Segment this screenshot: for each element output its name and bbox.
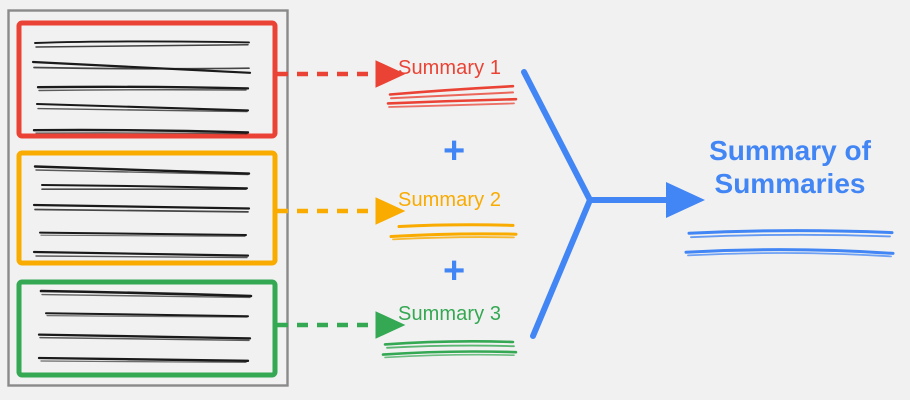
chunk-2-group[interactable] <box>16 150 278 266</box>
summary-3-scribble <box>381 339 518 359</box>
summary-of-summaries-block: Summary of Summaries <box>690 134 890 200</box>
chunk-2-text-lines <box>32 165 251 259</box>
summary-3-label: Summary 3 <box>398 303 502 325</box>
summary-1-label: Summary 1 <box>398 57 502 79</box>
merge-connector <box>521 69 705 339</box>
chunk-1-text-lines <box>31 40 252 135</box>
chunk-3-box[interactable] <box>16 279 278 378</box>
chunk-3-text-lines <box>37 289 253 364</box>
summary-2-label: Summary 2 <box>398 189 502 211</box>
chunk-1-group[interactable] <box>16 20 278 139</box>
chunk-1-box[interactable] <box>16 20 278 139</box>
source-document-container <box>7 9 289 387</box>
summary-of-summaries-line-1: Summary of <box>709 135 871 166</box>
merge-branch-bottom <box>530 197 593 339</box>
summary-of-summaries-scribble <box>684 229 895 258</box>
chunk-2-box[interactable] <box>16 150 278 266</box>
summary-of-summaries-line-2: Summaries <box>714 168 866 200</box>
summary-2-scribble <box>389 223 518 241</box>
merge-branch-top <box>521 69 593 203</box>
plus-operator-1: + <box>443 130 466 172</box>
chunk-3-group[interactable] <box>16 279 278 378</box>
plus-operator-2: + <box>443 250 466 292</box>
summary-1-scribble <box>386 84 518 108</box>
